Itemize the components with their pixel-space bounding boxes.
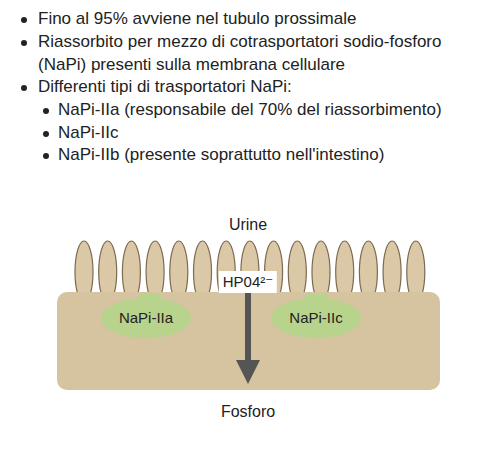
transporter-ellipse: NaPi-IIc: [271, 298, 361, 338]
bullet-dot: [21, 17, 27, 23]
bullet-text: Fino al 95% avviene nel tubulo prossimal…: [38, 8, 478, 31]
bullet-text: Differenti tipi di trasportatori NaPi:: [38, 76, 478, 99]
flow-arrow: [245, 293, 251, 372]
bullet-dot: [43, 108, 49, 114]
sub-bullet-text: NaPi-IIa (responsabile del 70% del riass…: [58, 99, 488, 122]
sub-bullet-text: NaPi-IIc: [58, 122, 488, 145]
ion-label: HP04²⁻: [219, 271, 277, 293]
transporter-name: NaPi-IIc: [289, 309, 342, 327]
ellipse-shape: [101, 298, 191, 338]
transporter-ellipse: NaPi-IIa: [101, 298, 191, 338]
sub-bullet-text: NaPi-IIb (presente soprattutto nell'inte…: [58, 144, 488, 167]
transporter-name: NaPi-IIa: [119, 309, 173, 327]
bullet-dot: [43, 153, 49, 159]
bullet-dot: [21, 85, 27, 91]
region-label: Fosforo: [221, 402, 275, 422]
bullet-dot: [21, 40, 27, 46]
bullet-text: Riassorbito per mezzo di cotrasportatori…: [38, 31, 473, 76]
cell-body: [57, 292, 440, 390]
region-label: Urine: [229, 215, 267, 235]
bullet-dot: [43, 131, 49, 137]
ellipse-shape: [271, 298, 361, 338]
